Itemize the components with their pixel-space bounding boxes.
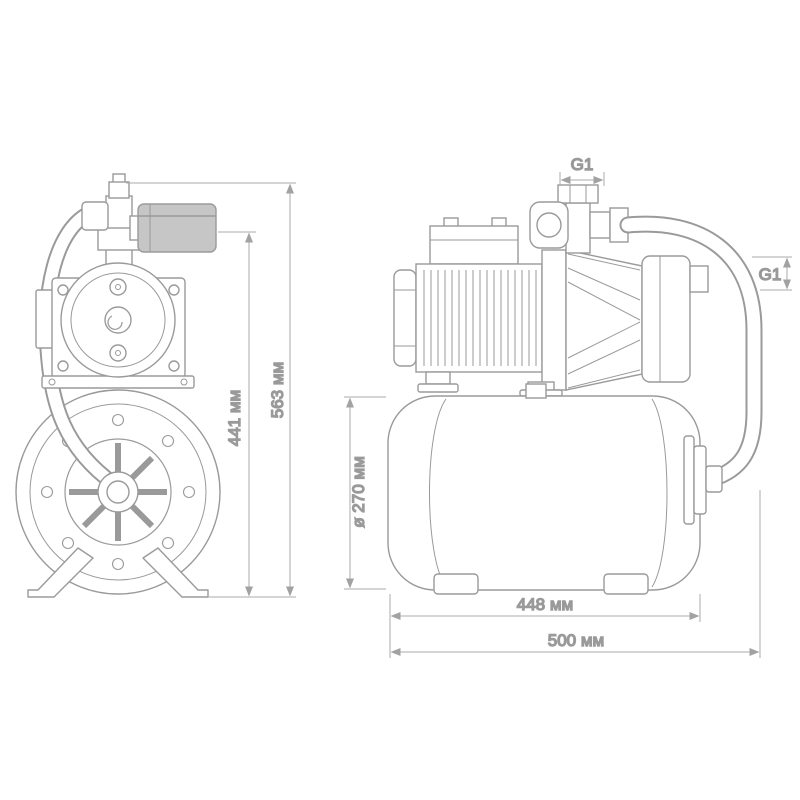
dimension-270 <box>344 396 386 590</box>
dimension-563 <box>126 182 296 597</box>
pressure-switch-front <box>129 203 217 253</box>
dimension-441 <box>218 231 256 597</box>
tank-legs-front <box>27 547 296 598</box>
motor-fins <box>423 270 537 366</box>
dim-label-500: 500 мм <box>548 631 604 650</box>
tank-side <box>387 383 723 595</box>
dim-label-270: ø 270 мм <box>349 456 368 528</box>
dim-label-441: 441 мм <box>225 390 244 446</box>
dimension-g1-side <box>752 256 792 291</box>
tank-hub-front <box>97 471 139 513</box>
dimension-500 <box>390 490 761 658</box>
dimension-g1-top <box>559 172 605 186</box>
hose-front <box>38 204 122 492</box>
pump-side <box>519 249 709 397</box>
top-assembly-side <box>529 184 629 254</box>
wheel-spokes <box>69 443 167 541</box>
dim-label-g1-top: G1 <box>571 155 594 174</box>
side-view: G1 G1 ø 270 мм 448 мм 500 мм <box>344 154 792 658</box>
dim-label-448: 448 мм <box>517 595 573 614</box>
pipes-front <box>81 173 141 283</box>
motor-side <box>393 217 543 393</box>
front-view: 441 мм 563 мм <box>15 173 296 598</box>
pump-front <box>60 262 176 378</box>
dim-label-g1-side: G1 <box>759 265 782 284</box>
dim-label-563: 563 мм <box>268 362 287 418</box>
hose-side <box>619 215 763 488</box>
dimension-448 <box>389 594 701 658</box>
